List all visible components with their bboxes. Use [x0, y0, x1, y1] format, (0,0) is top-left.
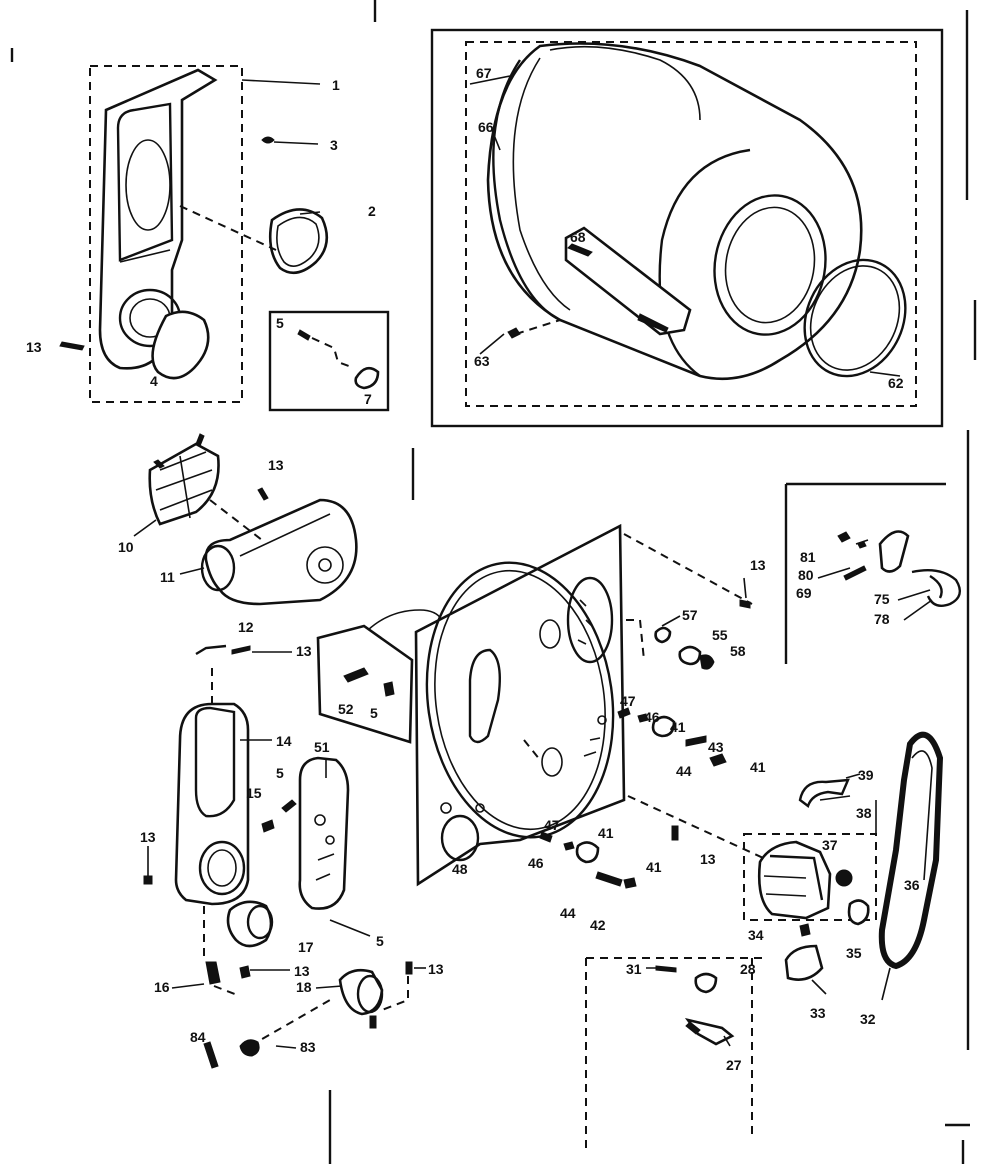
label-13: 13 [294, 963, 310, 979]
leader-lines [133, 75, 933, 1049]
label-13: 13 [296, 643, 312, 659]
label-80: 80 [798, 567, 814, 583]
label-47: 47 [544, 817, 560, 833]
label-17: 17 [298, 939, 314, 955]
label-67: 67 [476, 65, 492, 81]
label-44: 44 [676, 763, 692, 779]
label-41: 41 [670, 719, 686, 735]
bulkhead-seal [151, 310, 210, 380]
label-84: 84 [190, 1029, 206, 1045]
label-28: 28 [740, 961, 756, 977]
label-16: 16 [154, 979, 170, 995]
label-62: 62 [888, 375, 904, 391]
idler-box [784, 482, 962, 664]
label-38: 38 [856, 805, 872, 821]
drive-belt [878, 731, 944, 970]
label-33: 33 [810, 1005, 826, 1021]
label-81: 81 [800, 549, 816, 565]
label-83: 83 [300, 1039, 316, 1055]
rear-bulkhead [414, 523, 626, 887]
drum-rear-opening [713, 194, 827, 336]
label-18: 18 [296, 979, 312, 995]
label-66: 66 [478, 119, 494, 135]
label-46: 46 [644, 709, 660, 725]
label-41: 41 [750, 759, 766, 775]
label-58: 58 [730, 643, 746, 659]
label-10: 10 [118, 539, 134, 555]
front-bulkhead [98, 68, 218, 370]
plug-3 [261, 136, 275, 144]
border-rules [10, 0, 977, 1164]
label-3: 3 [330, 137, 338, 153]
label-43: 43 [708, 739, 724, 755]
hardware-right [539, 577, 751, 889]
drum-group [430, 28, 944, 428]
label-15: 15 [246, 785, 262, 801]
label-11: 11 [160, 569, 175, 585]
blower-group [148, 433, 358, 606]
label-5: 5 [376, 933, 384, 949]
duct-group [143, 644, 413, 1069]
label-44: 44 [560, 905, 576, 921]
label-12: 12 [238, 619, 254, 635]
label-48: 48 [452, 861, 468, 877]
label-1: 1 [332, 77, 340, 93]
label-13: 13 [26, 339, 42, 355]
label-68: 68 [570, 229, 586, 245]
label-69: 69 [796, 585, 812, 601]
label-13: 13 [700, 851, 716, 867]
label-5: 5 [276, 765, 284, 781]
label-2: 2 [368, 203, 376, 219]
front-bulkhead-group [59, 65, 329, 403]
bottom-box [585, 957, 766, 1148]
label-63: 63 [474, 353, 490, 369]
label-41: 41 [598, 825, 614, 841]
label-34: 34 [748, 927, 764, 943]
label-13: 13 [750, 557, 766, 573]
motor-group [743, 731, 944, 981]
label-57: 57 [682, 607, 698, 623]
label-31: 31 [626, 961, 642, 977]
label-13: 13 [140, 829, 156, 845]
screw-13-a [59, 341, 85, 351]
label-41: 41 [646, 859, 662, 875]
label-32: 32 [860, 1011, 876, 1027]
lint-duct [174, 702, 250, 906]
label-13: 13 [268, 457, 284, 473]
label-35: 35 [846, 945, 862, 961]
label-39: 39 [858, 767, 874, 783]
label-46: 46 [528, 855, 544, 871]
label-75: 75 [874, 591, 890, 607]
label-13: 13 [428, 961, 444, 977]
label-36: 36 [904, 877, 920, 893]
label-51: 51 [314, 739, 330, 755]
label-55: 55 [712, 627, 728, 643]
part-labels: 1 3 2 13 4 5 7 67 66 68 63 62 13 10 11 1… [26, 65, 920, 1073]
drum-seal [803, 258, 907, 378]
label-42: 42 [590, 917, 606, 933]
cover-plate-51 [298, 756, 350, 910]
motor [757, 840, 832, 920]
label-5: 5 [276, 315, 284, 331]
drum [486, 42, 863, 381]
duct-18 [338, 968, 384, 1016]
label-7: 7 [364, 391, 372, 407]
felt-seal [268, 208, 329, 275]
label-4: 4 [150, 373, 158, 389]
label-47: 47 [620, 693, 636, 709]
duct-17 [226, 900, 273, 948]
label-52: 52 [338, 701, 354, 717]
rear-bulkhead-group [414, 523, 773, 887]
label-37: 37 [822, 837, 838, 853]
label-78: 78 [874, 611, 890, 627]
heater-box [316, 609, 443, 744]
label-14: 14 [276, 733, 292, 749]
label-27: 27 [726, 1057, 742, 1073]
label-5: 5 [370, 705, 378, 721]
baffle [564, 226, 692, 336]
glide-box [268, 310, 390, 412]
